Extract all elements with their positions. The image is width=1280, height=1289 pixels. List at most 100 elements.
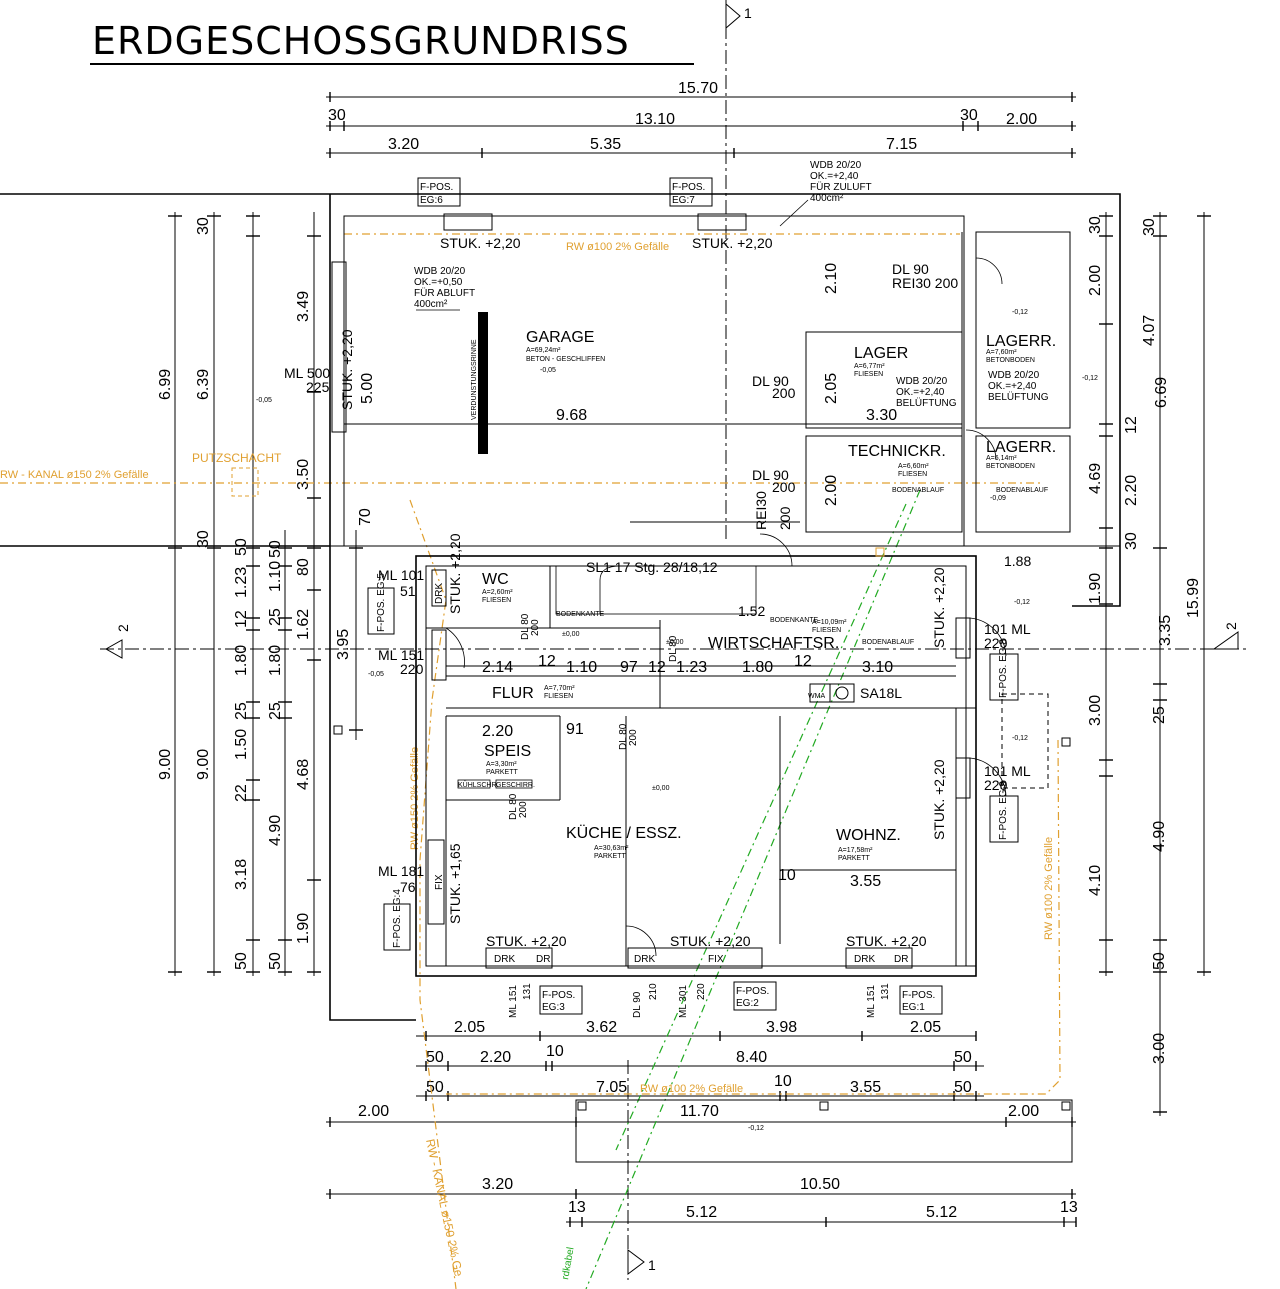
svg-text:-0,12: -0,12 (748, 1125, 764, 1132)
label-bot-ml3b: 220 (696, 983, 707, 1000)
label-rei30-200: 200 (777, 506, 793, 530)
room-lagerr2-floor: BETONBODEN (986, 463, 1035, 470)
dim-left-b2: 6.39 (195, 369, 212, 400)
ground-cable-line (585, 489, 921, 1289)
label-drk1: DRK (494, 954, 515, 965)
dim-right-a7: 30 (1123, 532, 1140, 550)
room-technikr-area: A=6,60m² (898, 463, 929, 470)
label-drk2: DRK (634, 954, 655, 965)
label-drk3: DRK (854, 954, 875, 965)
label-rw-kanal: RW - KANAL ø150 2% Gefälle (0, 469, 149, 481)
label-wdb2-2: OK.=+0,50 (414, 277, 463, 288)
room-kueche-name: KÜCHE / ESSZ. (566, 824, 682, 842)
label-fpos-eg5: F-POS. EG:5 (376, 573, 387, 632)
label-speis-dl2: 200 (518, 801, 529, 818)
label-ml-r1: 101 ML (984, 621, 1031, 637)
dim-left-d2: 1.10 (267, 561, 284, 592)
room-lagerr2-area: A=6,14m² (986, 455, 1017, 462)
svg-text:-0,12: -0,12 (1014, 599, 1030, 606)
label-ml-garage: ML 500 (284, 365, 330, 381)
label-ml-r2b: 220 (984, 777, 1008, 793)
label-bot-ml1: ML 151 (508, 985, 519, 1018)
dim-left-a3: 3.50 (295, 459, 312, 490)
room-wirtschaftsr-name: WIRTSCHAFTSR. (708, 635, 839, 652)
dim-left-e4: 1.90 (295, 913, 312, 944)
room-wirtschaftsr-area: A=10,09m² (812, 619, 847, 626)
dim-right-a14: 50 (1151, 952, 1168, 970)
dim-storage-210: 2.10 (823, 263, 840, 294)
label-fpos-eg7b: EG:7 (672, 195, 695, 206)
dim-bot-r2d: 8.40 (736, 1049, 767, 1066)
fpos-eg4-box (383, 903, 411, 951)
room-garage-width: 9.68 (556, 407, 587, 424)
dim-bot-r5a: 3.20 (482, 1176, 513, 1193)
label-speis-d: 91 (566, 721, 584, 738)
label-bot-dl2: 210 (648, 983, 659, 1000)
top-dimension-chains: 15.70 30 13.10 30 2.00 3.20 5.35 7.15 (326, 80, 1076, 158)
room-lagerr2-name: LAGERR. (986, 439, 1056, 456)
label-kueche-dl2: 200 (628, 729, 639, 746)
label-wdb2-3: FÜR ABLUFT (414, 287, 475, 299)
room-flur-area: A=7,70m² (544, 685, 575, 692)
label-ml-garage2: 225 (306, 379, 330, 395)
label-flur-w5: 1.23 (676, 659, 707, 676)
dim-bot-r3a: 50 (426, 1079, 444, 1096)
label-dim-12a: 12 (538, 653, 556, 670)
dim-bot-r4b: 11.70 (680, 1103, 719, 1120)
label-sa18l: SA18L (860, 685, 902, 701)
label-dl-garage2: REI30 200 (892, 275, 958, 291)
room-kueche-area: A=30,63m² (594, 845, 629, 852)
label-wdb4-3: BELÜFTUNG (988, 391, 1049, 403)
label-ml-kueche: ML 181 (378, 863, 424, 879)
dim-right-a13: 4.10 (1087, 865, 1104, 896)
room-kueche-floor: PARKETT (594, 853, 626, 860)
label-dr3: DR (894, 954, 908, 965)
room-flur-floor: FLIESEN (544, 693, 573, 700)
label-wc-dl2: 200 (530, 619, 541, 636)
dim-storage-205: 2.05 (823, 373, 840, 404)
dim-bot-r2b: 2.20 (480, 1049, 511, 1066)
label-stair-val: 1.52 (738, 603, 765, 619)
label-flur-w4: 12 (648, 659, 666, 676)
label-stuk-bot2: STUK. +2,20 (670, 933, 751, 949)
label-ml-r2: 101 ML (984, 763, 1031, 779)
label-putzschacht: PUTZSCHACHT (192, 451, 282, 465)
label-stufe1: BODENKANTE (556, 611, 605, 618)
label-sa18l-wma: WMA (808, 693, 825, 700)
label-stuk-bot1: STUK. +2,20 (486, 933, 567, 949)
dim-right-a4: 4.69 (1087, 463, 1104, 494)
fpos-eg5-box (367, 587, 395, 635)
fpos-eg8-box (989, 653, 1019, 701)
dim-right-a11: 25 (1151, 706, 1168, 724)
label-fpos-eg3: F-POS. (542, 990, 575, 1001)
drainage-lines (0, 233, 1061, 1289)
label-fpos-eg2: F-POS. (736, 986, 769, 997)
dim-left-c7: 1.50 (233, 729, 250, 760)
label-ml-flur2: 220 (400, 661, 424, 677)
label-stuk-wc: STUK. +2,20 (447, 533, 463, 614)
label-fpos-eg8: F-POS. EG:8 (998, 639, 1009, 698)
dim-bot-r1d: 2.05 (910, 1019, 941, 1036)
dim-right-a9: 3.35 (1157, 615, 1174, 646)
label-flur-w6: 1.80 (742, 659, 773, 676)
dim-bot-r6d: 13 (1060, 1199, 1078, 1216)
room-wohnz-name: WOHNZ. (836, 827, 901, 844)
label-speis-w: 2.20 (482, 723, 513, 740)
label-flur-w2: 1.10 (566, 659, 597, 676)
room-wohnz-area: A=17,58m² (838, 847, 873, 854)
label-bot-ml1b: 131 (522, 983, 533, 1000)
room-wc-name: WC (482, 571, 509, 588)
dim-left-d1: 50 (267, 540, 284, 558)
section-marker-top-label: 1 (744, 5, 752, 21)
dim-left-c6: 25 (233, 702, 250, 720)
dim-bot-r1a: 2.05 (454, 1019, 485, 1036)
label-stuk-top2: STUK. +2,20 (692, 235, 773, 251)
dim-left-a2: 3.49 (295, 291, 312, 322)
label-wc-dl: DL 80 (520, 613, 531, 640)
svg-text:±0,00: ±0,00 (652, 785, 670, 792)
dim-left-f2: 9.00 (195, 749, 212, 780)
dim-left-d5: 25 (267, 702, 284, 720)
room-speis-floor: PARKETT (486, 769, 518, 776)
dim-bot-r3d: 3.55 (850, 1079, 881, 1096)
dim-left-c4: 12 (233, 610, 250, 628)
